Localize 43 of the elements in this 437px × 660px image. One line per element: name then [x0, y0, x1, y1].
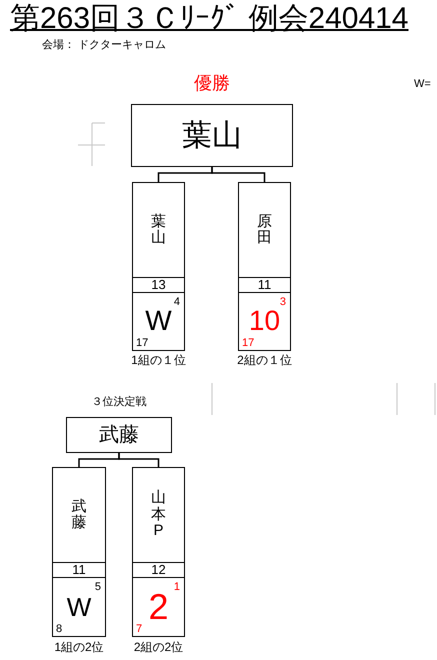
page-title: 第263回３Ｃﾘｰｸﾞ 例会240414 — [10, 4, 408, 34]
player-name-box — [238, 182, 291, 278]
result-box — [132, 576, 185, 636]
winner-name: 葉山 — [182, 120, 242, 150]
corner-number: 4 — [174, 296, 180, 308]
corner-number: 17 — [136, 338, 148, 348]
player-name: 武藤 — [72, 498, 86, 532]
result-box — [132, 292, 185, 350]
group-rank-label: 1組の１位 — [131, 354, 186, 366]
venue-label: 会場： ドクターキャロム — [42, 40, 166, 51]
note-label: W= — [414, 79, 431, 90]
player-name-box — [132, 182, 185, 278]
score-value: 11 — [258, 278, 272, 292]
score-value: 12 — [151, 563, 166, 576]
winner-heading: 優勝 — [194, 74, 230, 92]
result-value: W — [145, 307, 172, 335]
score-value: 11 — [72, 563, 86, 576]
group-rank-label: 1組の2位 — [54, 641, 104, 653]
winner-box — [66, 417, 172, 453]
group-rank-label: 2組の2位 — [134, 641, 184, 653]
result-box — [52, 576, 106, 636]
corner-number: 1 — [174, 582, 180, 592]
corner-number: 5 — [94, 582, 101, 592]
group-rank-label: 2組の１位 — [237, 354, 292, 366]
corner-number: 17 — [242, 338, 254, 348]
match-heading: ３位決定戦 — [92, 397, 146, 408]
winner-box — [131, 104, 293, 167]
corner-number: 7 — [136, 624, 142, 634]
player-name-box — [132, 467, 185, 563]
corner-number: 8 — [56, 624, 62, 634]
winner-name: 武藤 — [99, 425, 139, 445]
result-box — [238, 292, 291, 350]
player-name: 葉山 — [151, 214, 166, 246]
corner-number: 3 — [280, 296, 286, 308]
player-name: 原田 — [257, 214, 272, 246]
score-value: 13 — [151, 278, 166, 292]
result-value: W — [66, 594, 92, 620]
result-value: 10 — [248, 307, 280, 335]
bracket-line — [211, 167, 266, 182]
bracket-line — [118, 453, 160, 467]
player-name-box — [52, 467, 106, 563]
player-name: 山本P — [151, 490, 166, 540]
result-value: 2 — [148, 588, 169, 624]
